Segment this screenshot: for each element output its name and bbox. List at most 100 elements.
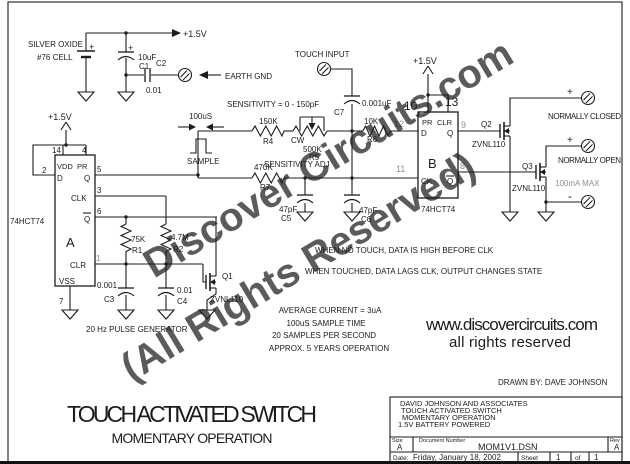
r4-value: 150K <box>259 117 278 126</box>
title-block: DAVID JOHNSON AND ASSOCIATES TOUCH ACTIV… <box>389 396 623 463</box>
ground-icon <box>295 211 315 222</box>
sample-annotation: 100uS SAMPLE <box>178 112 224 166</box>
rail-label: +1.5V <box>183 29 207 39</box>
battery-symbol <box>77 50 95 59</box>
tb-sheet-label: Sheet <box>521 455 538 462</box>
ic-a-name: A <box>66 235 75 250</box>
tb-date: Friday, January 18, 2002 <box>413 453 501 462</box>
ground-icon <box>76 91 96 102</box>
pin-11: 11 <box>396 164 405 174</box>
tb-size: A <box>397 443 403 452</box>
stat-note-1: AVERAGE CURRENT = 3uA <box>279 306 382 315</box>
port-clk: CLK <box>71 194 87 203</box>
r7-ref: R7 <box>260 183 271 192</box>
ground-icon <box>500 211 520 222</box>
c1-value: 10uF <box>138 53 156 62</box>
flipflop-b: +1.5V 10 13 12 9 11 8 PR CLR D Q B CK Q … <box>394 56 536 214</box>
behavior-note-2: WHEN TOUCHED, DATA LAGS CLK, OUTPUT CHAN… <box>305 267 542 276</box>
r2-ref: R2 <box>173 245 184 254</box>
pin-8: 8 <box>460 161 465 171</box>
capacitor-c7 <box>343 95 361 105</box>
ground-icon <box>60 309 80 320</box>
c7-ref: C7 <box>334 108 345 117</box>
nc-plus: + <box>567 87 573 98</box>
mosfet-q3 <box>535 163 546 181</box>
r7-value: 470K <box>254 163 273 172</box>
notes: WHEN NO TOUCH, DATA IS HIGH BEFORE CLK W… <box>269 246 542 353</box>
q2-ref: Q2 <box>481 120 492 129</box>
c2-value: 0.01 <box>146 86 162 95</box>
ground-icon <box>116 91 136 102</box>
port-ck: CK <box>421 177 433 186</box>
touch-input-label: TOUCH INPUT <box>295 50 350 59</box>
rail-label: +1.5V <box>413 56 437 66</box>
mosfet-q1 <box>205 273 216 291</box>
touch-terminal-icon <box>316 61 332 77</box>
wires <box>32 130 217 310</box>
tb-size-label: Size <box>392 438 403 444</box>
c7-value: 0.001uF <box>362 99 391 108</box>
r1-value: 75K <box>131 235 146 244</box>
no-terminal-icon <box>580 138 596 154</box>
stat-note-3: 20 SAMPLES PER SECOND <box>272 331 376 340</box>
ic-b-body <box>417 111 459 199</box>
pin-7: 7 <box>59 297 64 306</box>
resistor-r2 <box>159 223 173 252</box>
port-clr: CLR <box>70 261 86 270</box>
rights-text: all rights reserved <box>449 334 571 351</box>
pin-10: 10 <box>404 99 418 113</box>
tb-company: DAVID JOHNSON AND ASSOCIATES <box>400 399 528 408</box>
pin-14: 14 <box>52 146 61 155</box>
resistor-r1 <box>119 223 133 252</box>
sample-time: 100uS <box>189 112 212 121</box>
earth-terminal-icon <box>177 67 193 83</box>
q2-part: ZVNL110 <box>472 140 506 149</box>
drawn-by: DRAWN BY: DAVE JOHNSON <box>498 378 608 387</box>
pin-4: 4 <box>82 146 87 155</box>
sample-label: SAMPLE <box>187 157 219 166</box>
capacitor-c4 <box>157 287 175 297</box>
c5-value: 47pF <box>279 205 297 214</box>
potentiometer-r5 <box>292 117 328 138</box>
pot-value: 500K <box>303 145 322 154</box>
port-pr: PR <box>422 118 433 127</box>
max-current-label: 100mA MAX <box>555 179 600 188</box>
q3-ref: Q3 <box>522 162 533 171</box>
drawing-subtitle: MOMENTARY OPERATION <box>112 430 273 446</box>
ic-b-name: B <box>428 156 437 171</box>
stat-note-2: 100uS SAMPLE TIME <box>287 319 366 328</box>
drawing-title: TOUCH ACTIVATED SWITCH <box>67 401 317 427</box>
ic-a-body <box>54 154 96 287</box>
tb-of-value: 1 <box>594 453 599 462</box>
port-pr: PR <box>77 162 88 171</box>
earth-label: EARTH GND <box>225 72 272 81</box>
capacitor-c6 <box>343 194 361 204</box>
sense-network: TOUCH INPUT SENSITIVITY = 0 - 150pF 150K… <box>196 50 418 224</box>
c3-value: 0.001 <box>97 281 118 290</box>
r4-ref: R4 <box>263 137 274 146</box>
common-terminal-icon <box>580 194 596 210</box>
port-q: Q <box>447 129 453 138</box>
c5-ref: C5 <box>281 214 292 223</box>
behavior-note-1: WHEN NO TOUCH, DATA IS HIGH BEFORE CLK <box>315 246 494 255</box>
tb-rev-label: Rev <box>610 438 620 444</box>
site-url: www.discovercircuits.com <box>425 315 598 334</box>
battery-plus: + <box>89 42 94 52</box>
c6-ref: C6 <box>361 215 372 224</box>
pin-12: 12 <box>394 119 404 129</box>
rail-label: +1.5V <box>48 112 72 122</box>
port-clr: CLR <box>437 118 453 127</box>
pin-1: 1 <box>96 254 101 263</box>
port-d: D <box>57 174 63 183</box>
port-vdd: VDD <box>57 162 73 171</box>
port-d: D <box>421 129 427 138</box>
r6-value: 10K <box>364 117 379 126</box>
pulse-gen-caption: 20 Hz PULSE GENERATOR <box>86 325 188 334</box>
battery-name: SILVER OXIDE <box>28 40 83 49</box>
port-vss: VSS <box>59 277 75 286</box>
tb-rev: A <box>614 443 620 452</box>
c3-ref: C3 <box>104 295 115 304</box>
tb-power: 1.5V BATTERY POWERED <box>398 420 491 429</box>
c4-value: 0.01 <box>177 286 193 295</box>
pot-cw-label: CW <box>291 136 305 145</box>
